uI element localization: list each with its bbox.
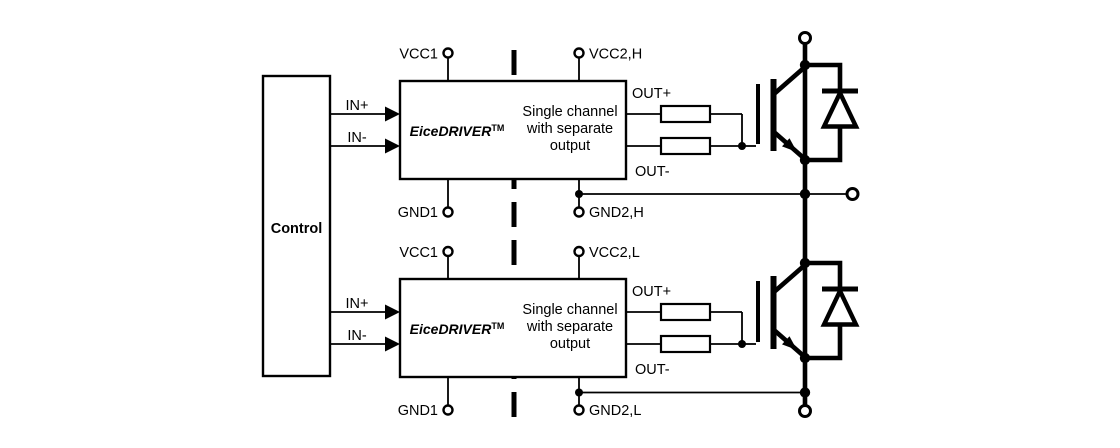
gnd2-low-terminal — [573, 404, 585, 416]
in-minus-low-label: IN- — [347, 328, 367, 344]
trademark-superscript-low: TM — [491, 321, 504, 331]
driver-desc-high-line3: output — [550, 138, 590, 154]
phase-output-terminal — [845, 187, 860, 201]
junction-dot-emitter-low — [799, 352, 811, 364]
vcc2-high-label: VCC2,H — [589, 47, 642, 63]
vcc2-low-label: VCC2,L — [589, 245, 640, 261]
arrowhead-in-minus-high — [385, 138, 400, 154]
low-side-driver-channel: EiceDRIVERTM Single channel with separat… — [330, 245, 756, 419]
gate-resistor-on-high — [659, 104, 712, 124]
control-label: Control — [271, 221, 323, 237]
freewheeling-diode-low — [820, 285, 860, 327]
out-plus-high-label: OUT+ — [632, 86, 671, 102]
diode-low-anode-wire — [806, 324, 843, 361]
driver-desc-high-line1: Single channel — [522, 104, 617, 120]
diode-high-anode-wire — [806, 126, 843, 163]
vcc1-high-terminal — [442, 47, 454, 59]
gnd1-high-label: GND1 — [398, 205, 438, 221]
igbt-low — [579, 194, 860, 418]
control-block-outline — [261, 74, 332, 378]
igbt-high-collector — [772, 64, 808, 96]
vcc1-low-label: VCC1 — [399, 245, 438, 261]
arrowhead-in-minus-low — [385, 336, 400, 352]
vcc1-low-terminal — [442, 245, 454, 258]
driver-block-low — [398, 277, 628, 379]
gnd1-low-label: GND1 — [398, 403, 438, 419]
in-minus-high-label: IN- — [347, 130, 367, 146]
driver-desc-high-line2: with separate — [526, 121, 613, 137]
gnd2-high-terminal — [573, 206, 585, 218]
trademark-superscript-high: TM — [491, 123, 504, 133]
gnd2-low-label: GND2,L — [589, 403, 641, 419]
gnd1-high-terminal — [442, 206, 454, 218]
igbt-high — [756, 31, 860, 194]
diode-low-cathode-wire — [806, 260, 843, 289]
gate-resistor-off-low — [659, 334, 712, 354]
driver-brand-low: EiceDRIVERTM — [410, 321, 505, 337]
arrowhead-in-plus-high — [385, 106, 400, 122]
out-minus-low-label: OUT- — [635, 362, 670, 378]
junction-dot-collector-high — [799, 59, 811, 71]
igbt-low-collector — [772, 262, 808, 294]
igbt-high-emitter-arrow — [782, 138, 797, 152]
vcc2-low-terminal — [573, 245, 585, 258]
junction-dot-emitter-high — [799, 154, 811, 166]
phase-node — [579, 187, 860, 201]
high-side-driver-channel: EiceDRIVERTM Single channel with separat… — [330, 47, 756, 221]
arrowhead-in-plus-low — [385, 304, 400, 320]
vcc2-high-terminal — [573, 47, 585, 59]
in-plus-low-label: IN+ — [346, 296, 369, 312]
driver-brand-high: EiceDRIVERTM — [410, 123, 505, 139]
driver-block-high — [398, 79, 628, 181]
freewheeling-diode-high — [820, 87, 860, 129]
driver-name-low: EiceDRIVER — [410, 321, 493, 337]
driver-desc-low-line2: with separate — [526, 319, 613, 335]
in-plus-high-label: IN+ — [346, 98, 369, 114]
dc-minus-terminal — [798, 404, 812, 418]
driver-name-high: EiceDRIVER — [410, 123, 493, 139]
junction-dot-dc-minus — [799, 387, 811, 398]
out-minus-high-label: OUT- — [635, 164, 670, 180]
junction-dot-collector-low — [799, 257, 811, 269]
driver-desc-low-line3: output — [550, 336, 590, 352]
driver-desc-low-line1: Single channel — [522, 302, 617, 318]
gnd1-low-terminal — [442, 404, 454, 416]
gate-resistor-on-low — [659, 302, 712, 322]
gate-resistor-off-high — [659, 136, 712, 156]
out-plus-low-label: OUT+ — [632, 284, 671, 300]
vcc1-high-label: VCC1 — [399, 47, 438, 63]
dc-plus-terminal — [798, 31, 812, 45]
igbt-low-emitter-arrow — [782, 336, 797, 350]
control-block: Control — [261, 74, 332, 378]
diode-high-cathode-wire — [806, 62, 843, 91]
gnd2-high-label: GND2,H — [589, 205, 644, 221]
